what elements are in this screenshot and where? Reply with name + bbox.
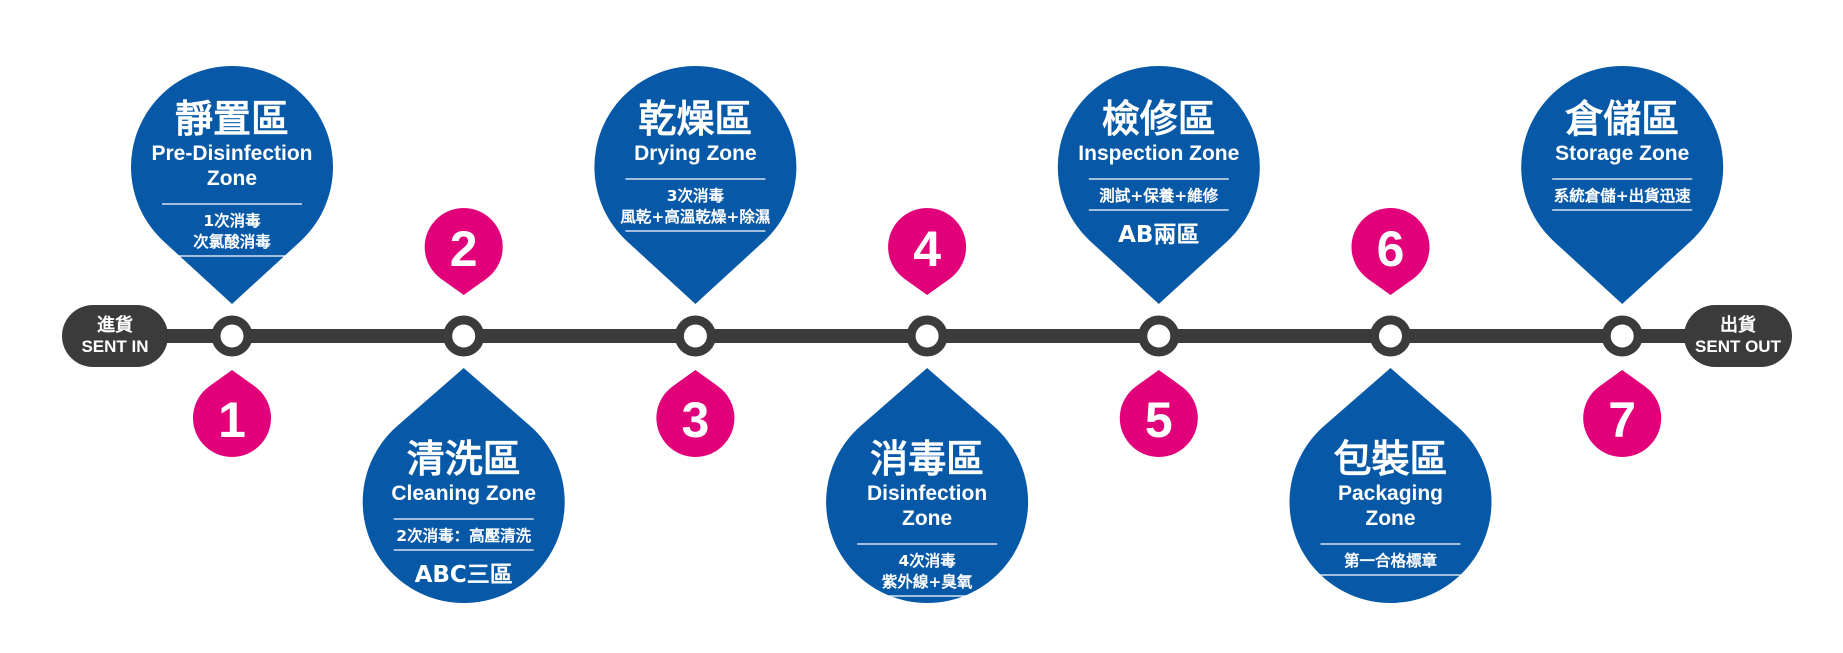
end-terminal: 出貨 SENT OUT	[1684, 305, 1792, 367]
zone-detail: 3次消毒	[667, 186, 725, 205]
zone-title-cn: 包裝區	[1333, 437, 1447, 481]
number-drop	[424, 208, 503, 295]
number-drop	[1583, 370, 1662, 457]
zone-detail: 1次消毒	[203, 211, 261, 230]
zone-detail: 系統倉儲+出貨迅速	[1554, 186, 1691, 205]
zone-detail: 2次消毒：高壓清洗	[396, 526, 531, 545]
zone-drop	[594, 65, 797, 304]
station-node	[443, 315, 485, 357]
step-number: 6	[1377, 221, 1405, 277]
zone-detail: 測試+保養+維修	[1099, 186, 1218, 205]
zone-title-en: Packaging	[1338, 482, 1443, 505]
station-node	[211, 315, 253, 357]
step-number: 7	[1608, 392, 1636, 448]
zone-detail: 紫外線+臭氧	[882, 572, 973, 591]
step-number: 4	[913, 221, 941, 277]
zone-title-cn: 清洗區	[407, 437, 521, 481]
zone-title-en: Disinfection	[867, 482, 987, 505]
zone-detail: 4次消毒	[898, 551, 956, 570]
zone-extra: AB兩區	[1118, 222, 1199, 248]
zone-detail: 風乾+高溫乾燥+除濕	[620, 207, 770, 226]
zone-title-cn: 乾燥區	[638, 97, 752, 141]
end-label-en: SENT OUT	[1695, 337, 1782, 356]
zone-detail: 次氯酸消毒	[193, 232, 271, 251]
step-number: 3	[681, 392, 709, 448]
start-pill	[62, 305, 168, 367]
zone-title-cn: 消毒區	[870, 437, 984, 481]
station-node	[906, 315, 948, 357]
station-node	[674, 315, 716, 357]
step-number: 1	[218, 392, 246, 448]
zone-title-cn: 檢修區	[1102, 97, 1216, 141]
zone-title-en: Zone	[207, 167, 257, 190]
zone-extra: ABC三區	[415, 562, 513, 588]
number-drop	[656, 370, 735, 458]
zone-title-en: Zone	[902, 507, 952, 530]
zone-title-en: Storage Zone	[1555, 142, 1689, 165]
start-label-cn: 進貨	[97, 314, 133, 336]
zone-title-en: Drying Zone	[634, 142, 757, 165]
zone-detail: 第一合格標章	[1344, 551, 1438, 570]
zone-title-en: Cleaning Zone	[391, 482, 536, 505]
zone-drop	[362, 368, 565, 603]
step-number: 2	[450, 221, 478, 277]
station-node	[1138, 315, 1180, 357]
number-drop	[888, 208, 967, 295]
zone-drop	[1057, 65, 1260, 304]
station-node	[1601, 315, 1643, 357]
start-terminal: 進貨 SENT IN	[62, 305, 168, 367]
number-drop	[193, 370, 271, 457]
zone-title-en: Pre-Disinfection	[151, 142, 312, 165]
zone-drop	[1521, 66, 1724, 304]
zone-title-cn: 靜置區	[175, 97, 289, 141]
zone-drop	[131, 65, 333, 304]
end-label-cn: 出貨	[1720, 314, 1756, 336]
end-pill	[1684, 305, 1792, 367]
zone-title-cn: 倉儲區	[1564, 97, 1679, 141]
zone-title-en: Zone	[1365, 507, 1415, 530]
zone-title-en: Inspection Zone	[1078, 142, 1239, 165]
number-drop	[1119, 370, 1198, 457]
station-node	[1370, 315, 1411, 357]
number-drop	[1351, 208, 1430, 295]
start-label-en: SENT IN	[81, 337, 148, 356]
step-number: 5	[1145, 392, 1173, 448]
